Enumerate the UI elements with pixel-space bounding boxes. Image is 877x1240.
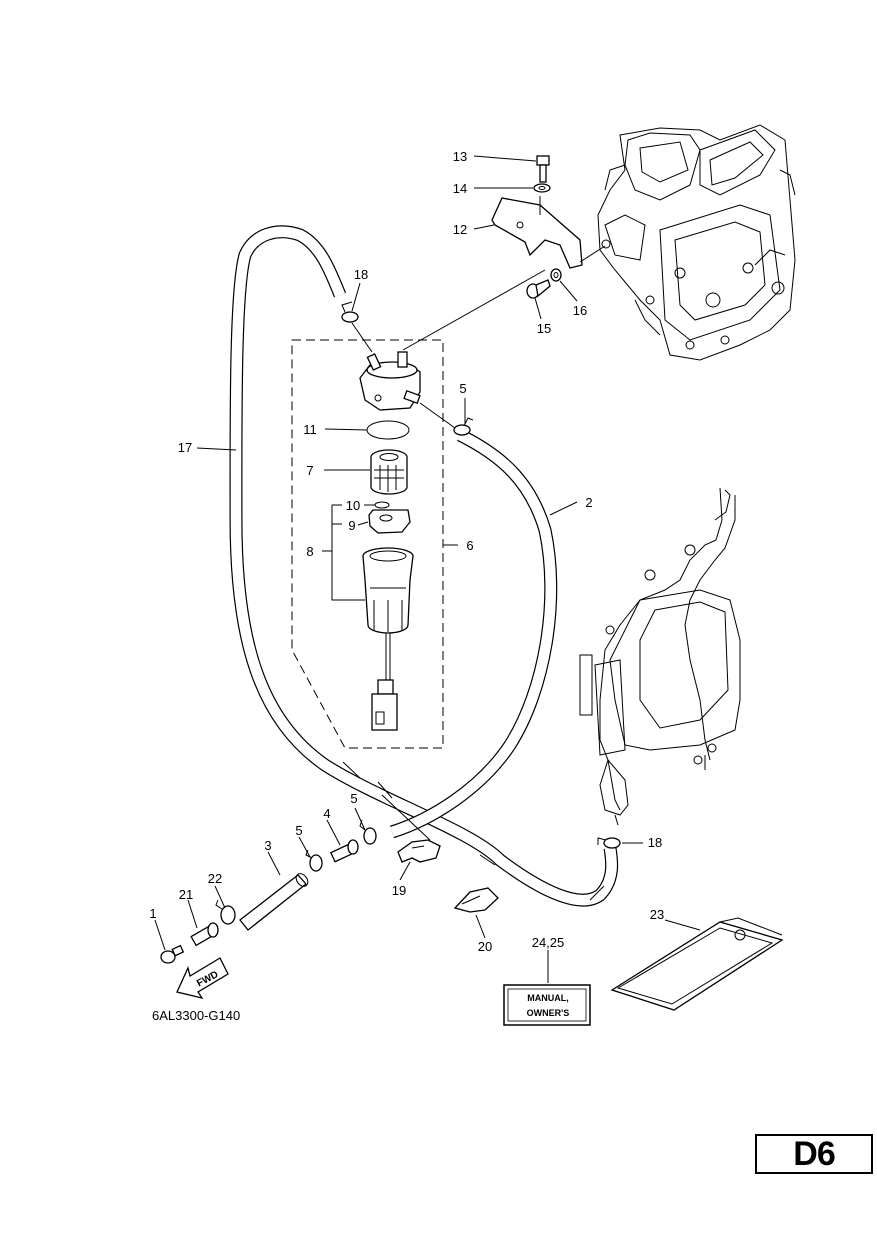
callout-18-top: 18 [354, 267, 368, 282]
callout-18-right: 18 [648, 835, 662, 850]
callout-21: 21 [179, 887, 193, 902]
callout-17: 17 [178, 440, 192, 455]
filter-element-7 [370, 449, 408, 495]
washer-14 [533, 183, 551, 193]
joint-4 [329, 839, 359, 863]
filter-head-feed-line [351, 322, 373, 353]
clamp-18-top [341, 301, 359, 323]
section-code: D6 [793, 1134, 835, 1173]
callout-16: 16 [573, 303, 587, 318]
clamp-5-top [453, 417, 474, 436]
clip-20 [453, 887, 499, 913]
callout-5-low: 5 [295, 823, 302, 838]
callout-2: 2 [585, 495, 592, 510]
filter-head [359, 351, 421, 411]
manual-label-line1: MANUAL, [527, 993, 569, 1003]
washer-16 [550, 268, 562, 282]
callout-19: 19 [392, 883, 406, 898]
callout-1: 1 [149, 906, 156, 921]
callout-11: 11 [303, 422, 317, 437]
callout-9: 9 [348, 518, 355, 533]
callout-10: 10 [346, 498, 360, 513]
clamp-5-low [305, 849, 323, 872]
callout-labels: 13 14 12 18 16 15 5 11 17 7 2 10 9 6 8 5… [149, 149, 664, 1023]
filter-cup-8 [362, 547, 414, 731]
o-ring-11 [366, 420, 410, 440]
bracket-to-engine-line [579, 245, 606, 263]
intake-manifold-drawing [597, 124, 796, 361]
bracket-mount-line [402, 269, 546, 351]
plug-1 [160, 944, 185, 964]
ring-10 [374, 501, 390, 509]
callout-20: 20 [478, 939, 492, 954]
callout-15: 15 [537, 321, 551, 336]
fuel-hose-2 [389, 429, 558, 839]
bolt-13 [536, 155, 550, 183]
callout-4: 4 [323, 806, 330, 821]
joint-21 [190, 922, 219, 947]
float-9 [368, 509, 411, 534]
bracket-12 [491, 197, 583, 269]
callout-13: 13 [453, 149, 467, 164]
hose-3 [239, 873, 309, 931]
callout-7: 7 [306, 463, 313, 478]
clamp-22 [215, 899, 236, 925]
callout-12: 12 [453, 222, 467, 237]
callout-8: 8 [306, 544, 313, 559]
manual-label-line2: OWNER'S [527, 1008, 570, 1018]
filter-head-outlet-line [419, 402, 456, 429]
callout-leaders [154, 155, 701, 983]
callout-5-mid: 5 [350, 791, 357, 806]
bolt-15 [526, 279, 551, 299]
tool-bag-23 [610, 917, 784, 1011]
callout-5-top: 5 [459, 381, 466, 396]
callout-24-25: 24,25 [532, 935, 565, 950]
fwd-direction-arrow: FWD [176, 957, 229, 1000]
callout-3: 3 [264, 838, 271, 853]
section-code-box: D6 [755, 1134, 873, 1174]
callout-14: 14 [453, 181, 467, 196]
owners-manual-box: MANUAL, OWNER'S [503, 984, 591, 1026]
drawing-code: 6AL3300-G140 [152, 1008, 240, 1023]
callout-6: 6 [466, 538, 473, 553]
clamp-18-right [597, 837, 621, 849]
holder-19 [397, 839, 441, 863]
fuel-filter-assy-group-border [291, 339, 444, 749]
callout-22: 22 [208, 871, 222, 886]
callout-23: 23 [650, 907, 664, 922]
vapor-separator-drawing [579, 487, 741, 826]
hose-holder-routing [381, 794, 431, 841]
fuel-hose-17 [229, 225, 619, 907]
